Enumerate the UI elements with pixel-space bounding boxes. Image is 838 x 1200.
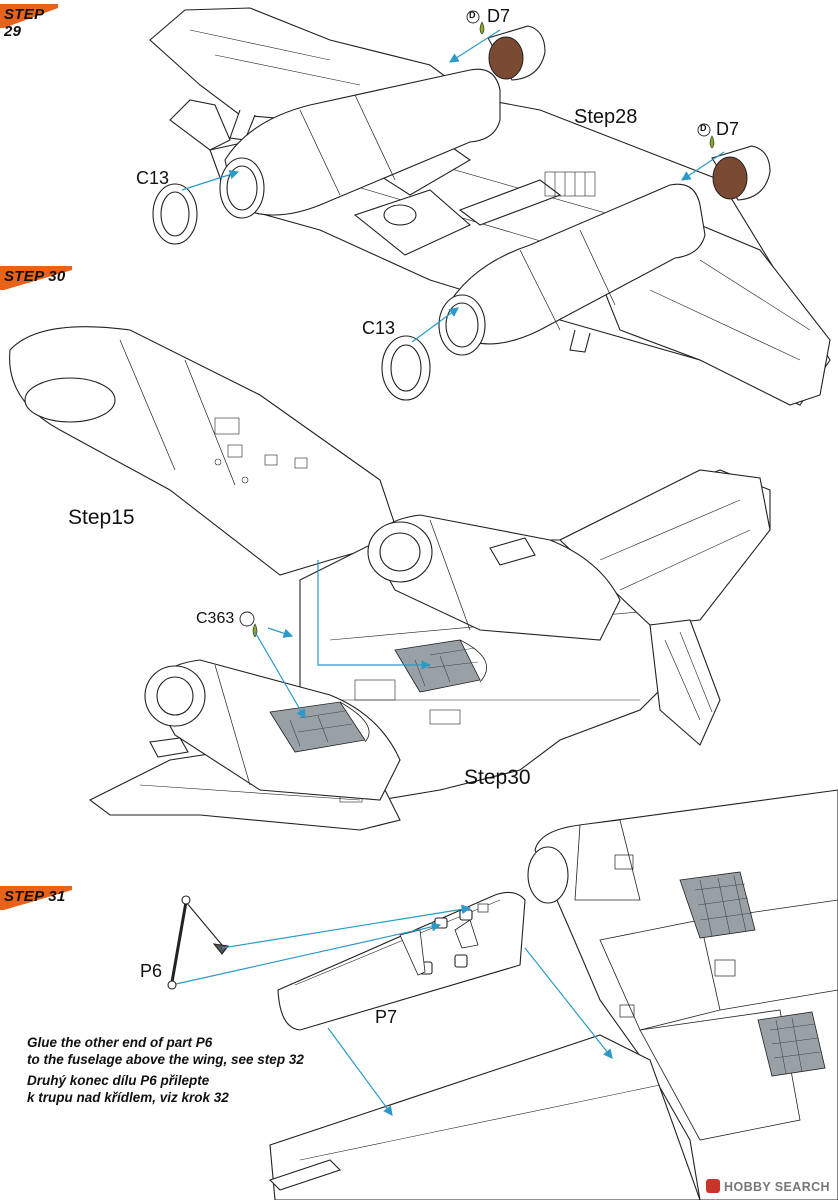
paint-glue-marker-1	[466, 10, 485, 35]
step-30-label: STEP 30	[4, 268, 66, 285]
watermark: HOBBY SEARCH	[706, 1179, 830, 1194]
glue-marker-c363	[239, 611, 258, 638]
part-label-d7-upper: D7	[487, 6, 511, 26]
part-d7-lower	[711, 145, 771, 201]
part-label-c13-lower: C13	[362, 318, 396, 338]
instruction-en-line1: Glue the other end of part P6	[27, 1035, 213, 1050]
part-c13-lower	[381, 335, 431, 401]
step-29-badge: STEP 29	[0, 4, 58, 40]
part-label-p6: P6	[140, 961, 163, 981]
step-30-badge: STEP 30	[0, 266, 72, 290]
paint-code-d-1: D	[469, 10, 476, 20]
part-d7-upper	[487, 25, 546, 81]
instruction-en-line2: to the fuselage above the wing, see step…	[27, 1051, 304, 1067]
instruction-cz-line2: k trupu nad křídlem, viz krok 32	[27, 1089, 229, 1105]
part-p7-flap	[277, 891, 526, 1031]
part-c13-upper	[152, 183, 198, 245]
watermark-text: HOBBY SEARCH	[724, 1180, 830, 1194]
part-label-c13-upper: C13	[136, 168, 170, 188]
step29-arrows	[181, 29, 725, 343]
instruction-cz: Druhý konec dílu P6 přilepte k trupu nad…	[27, 1073, 229, 1106]
ref-step28: Step28	[574, 106, 638, 128]
step31-arrows	[175, 904, 613, 1116]
badge-bg-icon	[0, 266, 72, 290]
part-p6-strut	[167, 895, 229, 990]
watermark-logo-icon	[706, 1179, 721, 1193]
step-29-label: STEP 29	[4, 6, 44, 40]
part-label-p7: P7	[375, 1007, 398, 1027]
step-31-label: STEP 31	[4, 888, 66, 905]
instruction-en: Glue the other end of part P6 to the fus…	[27, 1035, 304, 1068]
part-label-c363: C363	[196, 610, 235, 627]
step29-aircraft	[149, 7, 831, 406]
step31-fuselage	[527, 789, 838, 1200]
step31-wing	[268, 1034, 701, 1200]
badge-bg-icon	[0, 886, 72, 910]
ref-step30: Step30	[464, 766, 531, 789]
ref-step15: Step15	[68, 506, 135, 529]
instruction-cz-line1: Druhý konec dílu P6 přilepte	[27, 1073, 210, 1088]
paint-code-d-2: D	[700, 123, 707, 133]
paint-glue-marker-2	[697, 123, 715, 149]
step30-grid-details	[269, 639, 488, 753]
step-31-badge: STEP 31	[0, 886, 72, 910]
step30-arrows	[254, 560, 432, 720]
badge-bg-icon	[0, 4, 58, 28]
step30-aircraft	[9, 326, 771, 831]
part-label-d7-lower: D7	[716, 119, 740, 139]
step31-gray-grids	[679, 871, 826, 1077]
